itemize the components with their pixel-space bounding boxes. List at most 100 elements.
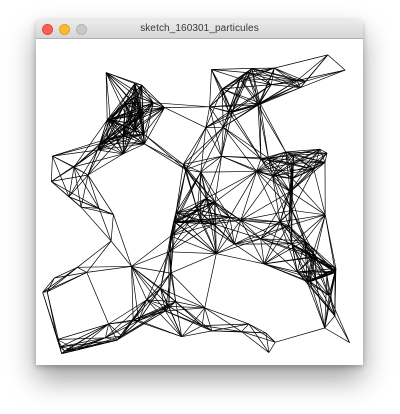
network-edge — [291, 169, 315, 211]
network-edge — [160, 288, 170, 307]
network-edge — [306, 268, 337, 282]
network-edge — [260, 238, 312, 258]
maximize-window-button[interactable] — [76, 24, 87, 35]
network-edge — [228, 78, 241, 113]
network-edge — [288, 214, 326, 227]
network-edge — [216, 243, 235, 254]
network-edge — [133, 319, 182, 338]
network-edge — [42, 292, 61, 348]
network-edge — [125, 102, 165, 108]
network-edge — [146, 299, 176, 302]
network-edge — [153, 102, 210, 108]
network-edge — [107, 119, 130, 124]
network-edge — [247, 72, 272, 85]
network-edge — [105, 323, 109, 338]
network-edge — [181, 307, 205, 337]
network-edge — [168, 273, 172, 307]
network-edge — [264, 255, 316, 265]
network-edge — [259, 102, 262, 160]
network-edge — [216, 220, 242, 254]
network-edge — [209, 106, 229, 113]
network-edge — [105, 72, 154, 103]
network-edge — [211, 69, 223, 90]
network-edge — [46, 291, 61, 347]
network-edge — [240, 171, 257, 221]
network-edge — [170, 221, 201, 237]
network-edge — [324, 153, 328, 163]
network-edge — [200, 221, 235, 245]
network-edges — [42, 54, 350, 354]
network-edge — [108, 323, 123, 337]
network-edge — [246, 72, 259, 106]
network-edge — [272, 175, 293, 179]
network-edge — [182, 164, 187, 170]
network-edge — [200, 171, 230, 218]
network-edge — [183, 126, 224, 165]
network-edge — [106, 95, 136, 121]
network-edge — [99, 109, 141, 144]
network-edge — [204, 307, 242, 332]
network-edge — [60, 323, 109, 348]
network-edge — [315, 214, 326, 257]
network-edge — [204, 253, 217, 308]
network-edge — [107, 119, 135, 132]
network-edge — [122, 130, 136, 154]
network-edge — [77, 266, 132, 268]
network-edge — [160, 287, 205, 309]
network-edge — [260, 225, 289, 240]
title-bar[interactable]: sketch_160301_particules — [36, 20, 363, 39]
network-edge — [279, 221, 289, 227]
network-edge — [143, 133, 187, 170]
network-edge — [306, 281, 336, 317]
network-edge — [268, 158, 293, 211]
network-edge — [206, 171, 257, 199]
network-edge — [61, 323, 109, 354]
network-edge — [165, 273, 172, 312]
network-edge — [200, 198, 207, 222]
network-edge — [68, 196, 100, 209]
network-edge — [134, 110, 141, 131]
network-edge — [87, 174, 100, 209]
network-edge — [99, 143, 124, 155]
network-edge — [306, 257, 312, 282]
network-edge — [234, 220, 242, 245]
network-edge — [68, 166, 75, 197]
network-edge — [77, 240, 112, 268]
close-window-button[interactable] — [42, 24, 53, 35]
network-edge — [131, 266, 166, 312]
network-edge — [200, 172, 207, 199]
network-edge — [86, 266, 132, 273]
network-edge — [122, 114, 144, 136]
network-edge — [106, 84, 143, 121]
network-edge — [164, 107, 206, 128]
network-edge — [205, 198, 235, 245]
network-edge — [170, 212, 177, 237]
window-controls — [42, 24, 87, 35]
network-edge — [42, 267, 78, 293]
network-edge — [175, 301, 203, 326]
network-edge — [305, 69, 346, 82]
network-edge — [240, 176, 273, 221]
minimize-window-button[interactable] — [59, 24, 70, 35]
network-edge — [175, 222, 214, 225]
network-edge — [229, 217, 235, 245]
network-edge — [105, 72, 126, 104]
network-edge — [315, 255, 337, 269]
network-edge — [263, 263, 316, 280]
network-edge — [131, 235, 171, 267]
network-edge — [200, 171, 216, 203]
network-edge — [272, 155, 294, 177]
network-edge — [216, 238, 261, 254]
network-edge — [309, 281, 326, 329]
network-edge — [205, 198, 230, 218]
network-edge — [99, 130, 135, 145]
network-edge — [214, 171, 257, 203]
network-edge — [222, 78, 241, 90]
network-edge — [165, 310, 182, 337]
network-edge — [251, 68, 301, 88]
network-edge — [52, 138, 108, 157]
network-edge — [221, 88, 230, 113]
network-edge — [175, 171, 202, 223]
sketch-canvas[interactable] — [36, 39, 363, 365]
network-edge — [59, 346, 63, 354]
